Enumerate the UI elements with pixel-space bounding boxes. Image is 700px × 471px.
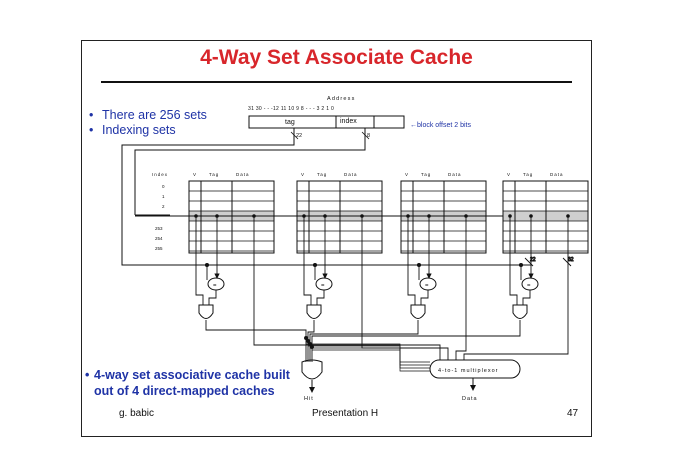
- tag-comparator: =: [315, 277, 333, 291]
- data-output-label: Data: [462, 396, 478, 402]
- slide-title: 4-Way Set Associate Cache: [200, 46, 473, 69]
- compare-bits-label: 22: [530, 257, 536, 263]
- tag-bit-count: 22: [296, 133, 302, 139]
- footer-page-number: 47: [567, 408, 579, 419]
- tag-field-label: tag: [285, 119, 295, 126]
- block-offset-note: ←block offset 2 bits: [410, 122, 471, 129]
- col-header-v: V: [193, 172, 196, 177]
- col-header-data: Data: [448, 172, 462, 177]
- and-gate: [512, 304, 528, 319]
- bullet-item: • There are 256 sets: [89, 108, 207, 123]
- col-header-v: V: [507, 172, 510, 177]
- bullet-item: • Indexing sets: [89, 123, 176, 138]
- index-bus: [134, 128, 366, 216]
- address-register: tag index: [248, 115, 405, 129]
- row-label-0: 0: [162, 184, 165, 189]
- bullet-item: • 4-way set associative cache built out …: [85, 367, 290, 399]
- index-bit-count: 8: [367, 133, 370, 139]
- row-label-1: 1: [162, 194, 165, 199]
- multiplexor: 4-to-1 multiplexor: [429, 359, 521, 379]
- cache-way-4: V Tag Data =: [502, 172, 589, 319]
- hit-output-label: Hit: [304, 396, 314, 402]
- col-header-v: V: [301, 172, 304, 177]
- col-header-data: Data: [344, 172, 358, 177]
- or-gate-hit: [301, 359, 323, 380]
- row-label-255: 255: [155, 246, 163, 251]
- comparator-symbol: =: [321, 283, 325, 289]
- bullet-text-line2: out of 4 direct-mapped caches: [94, 384, 275, 398]
- cache-way-1: V Tag Data =: [188, 172, 275, 319]
- tag-comparator: =: [419, 277, 437, 291]
- and-gate: [410, 304, 426, 319]
- bullet-dot-icon: •: [89, 123, 94, 137]
- cache-way-2: V Tag Data =: [296, 172, 383, 319]
- and-gate: [198, 304, 214, 319]
- bullet-text-indexing: Indexing sets: [102, 123, 176, 137]
- bullet-text-line1: 4-way set associative cache built: [94, 368, 290, 382]
- col-header-tag: Tag: [317, 172, 327, 177]
- bullet-dot-icon: •: [85, 368, 90, 382]
- col-header-tag: Tag: [421, 172, 431, 177]
- wiring: 22 32: [135, 215, 574, 372]
- comparator-symbol: =: [425, 283, 429, 289]
- row-label-254: 254: [155, 236, 163, 241]
- index-header: Index: [152, 172, 168, 177]
- tag-comparator: =: [521, 277, 539, 291]
- col-header-tag: Tag: [209, 172, 219, 177]
- and-gate: [306, 304, 322, 319]
- footer-author: g. babic: [119, 408, 155, 419]
- col-header-data: Data: [236, 172, 250, 177]
- footer-presentation: Presentation H: [312, 408, 379, 419]
- col-header-v: V: [405, 172, 408, 177]
- comparator-symbol: =: [527, 283, 531, 289]
- bit-positions: 31 30 - - -12 11 10 9 8 - - - 3 2 1 0: [248, 106, 334, 112]
- cache-way-3: V Tag Data =: [400, 172, 487, 319]
- title-divider: [101, 81, 572, 83]
- tag-bus: [121, 128, 532, 266]
- bullet-text-sets: There are 256 sets: [102, 108, 207, 122]
- col-header-tag: Tag: [523, 172, 533, 177]
- row-label-253: 253: [155, 226, 163, 231]
- cache-ways: V Tag Data = V Tag Data = V Tag Data = V Tag Data =: [188, 172, 589, 319]
- mux-label: 4-to-1 multiplexor: [438, 368, 499, 374]
- data-bits-label: 32: [568, 257, 574, 263]
- slide: 4-Way Set Associate Cache • There are 25…: [81, 40, 592, 437]
- comparator-symbol: =: [213, 283, 217, 289]
- index-field-label: index: [340, 118, 357, 125]
- col-header-data: Data: [550, 172, 564, 177]
- tag-comparator: =: [207, 277, 225, 291]
- bullet-dot-icon: •: [89, 108, 94, 122]
- row-label-2: 2: [162, 204, 165, 209]
- address-label: Address: [327, 96, 356, 102]
